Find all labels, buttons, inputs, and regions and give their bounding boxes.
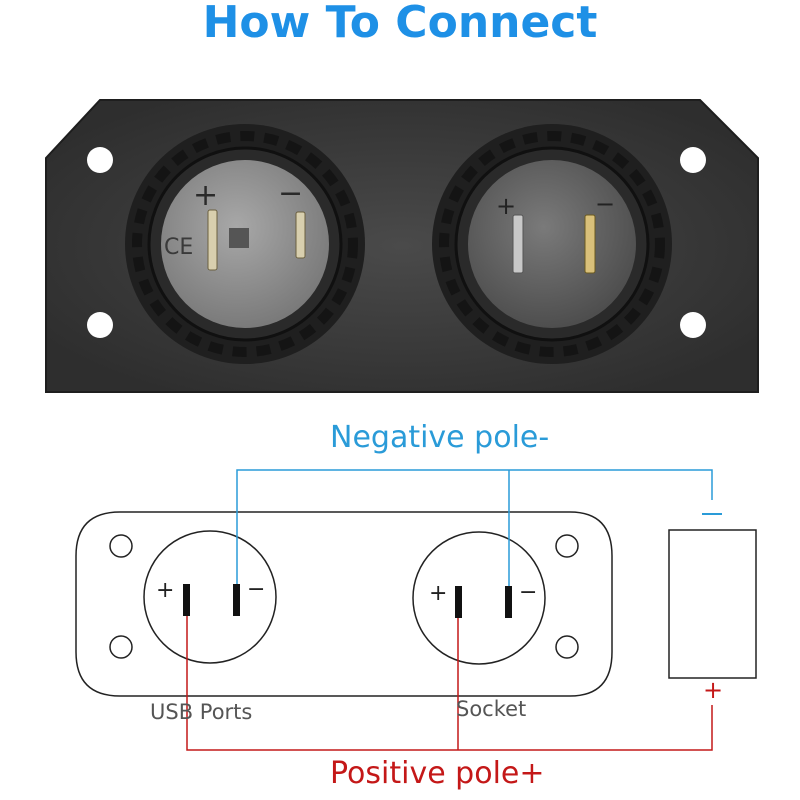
usb-plus-symbol: + (156, 578, 175, 603)
positive-terminal (207, 209, 218, 271)
panel-hole (680, 147, 706, 173)
socket-minus-symbol: − (519, 580, 538, 605)
positive-wire (186, 616, 713, 751)
panel-hole (87, 312, 113, 338)
plus-icon: + (496, 192, 516, 220)
socket-label: Socket (456, 697, 527, 721)
socket-photo: + − (432, 124, 672, 364)
positive-terminal (512, 214, 524, 274)
minus-icon: − (278, 176, 303, 211)
panel-photo: + − CE + − (45, 99, 759, 393)
panel-hole (680, 312, 706, 338)
ce-mark-icon: CE (164, 235, 193, 260)
positive-pole-label: Positive pole+ (330, 756, 545, 791)
socket-negative-pin (505, 586, 512, 618)
schematic-hole (555, 635, 579, 659)
usb-port-circle (143, 530, 277, 664)
socket-circle (412, 531, 546, 665)
usb-positive-pin (183, 584, 190, 616)
negative-wire (236, 469, 713, 586)
schematic-panel (75, 511, 613, 697)
schematic-hole (109, 534, 133, 558)
usb-minus-symbol: − (247, 577, 266, 602)
usb-socket-photo: + − CE (125, 124, 365, 364)
panel-hole (87, 147, 113, 173)
battery-plus-symbol: + (703, 676, 724, 704)
schematic-hole (555, 534, 579, 558)
battery (668, 529, 757, 679)
usb-negative-pin (233, 584, 240, 616)
plus-icon: + (193, 178, 218, 213)
negative-pole-label: Negative pole- (330, 420, 550, 455)
socket-positive-pin (455, 586, 462, 618)
negative-terminal (584, 214, 596, 274)
schematic-hole (109, 635, 133, 659)
usb-ports-label: USB Ports (150, 700, 253, 724)
socket-plus-symbol: + (429, 581, 448, 606)
page-title: How To Connect (202, 0, 598, 48)
negative-terminal (295, 211, 306, 259)
schematic (75, 469, 757, 751)
minus-icon: − (595, 190, 615, 218)
qr-code-icon (229, 228, 249, 248)
